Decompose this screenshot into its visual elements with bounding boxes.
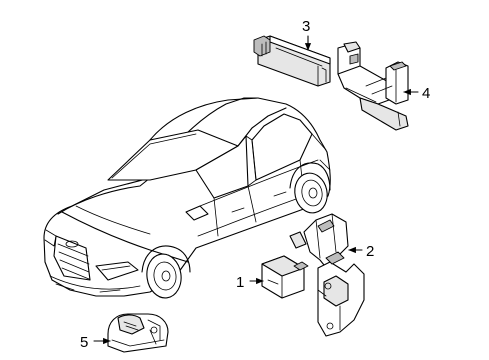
part-2-bracket: [289, 213, 365, 337]
part-3-module: [253, 35, 331, 87]
callout-2-label: 2: [366, 243, 374, 260]
vehicle-illustration: [43, 97, 331, 299]
part-4-bracket: [337, 41, 409, 131]
callout-4-label: 4: [422, 85, 430, 102]
callout-1-label: 1: [236, 274, 244, 291]
callout-5-label: 5: [80, 334, 88, 351]
callout-3-label: 3: [302, 18, 310, 35]
part-5-sensor: [107, 313, 169, 353]
part-1-module: [261, 255, 309, 299]
